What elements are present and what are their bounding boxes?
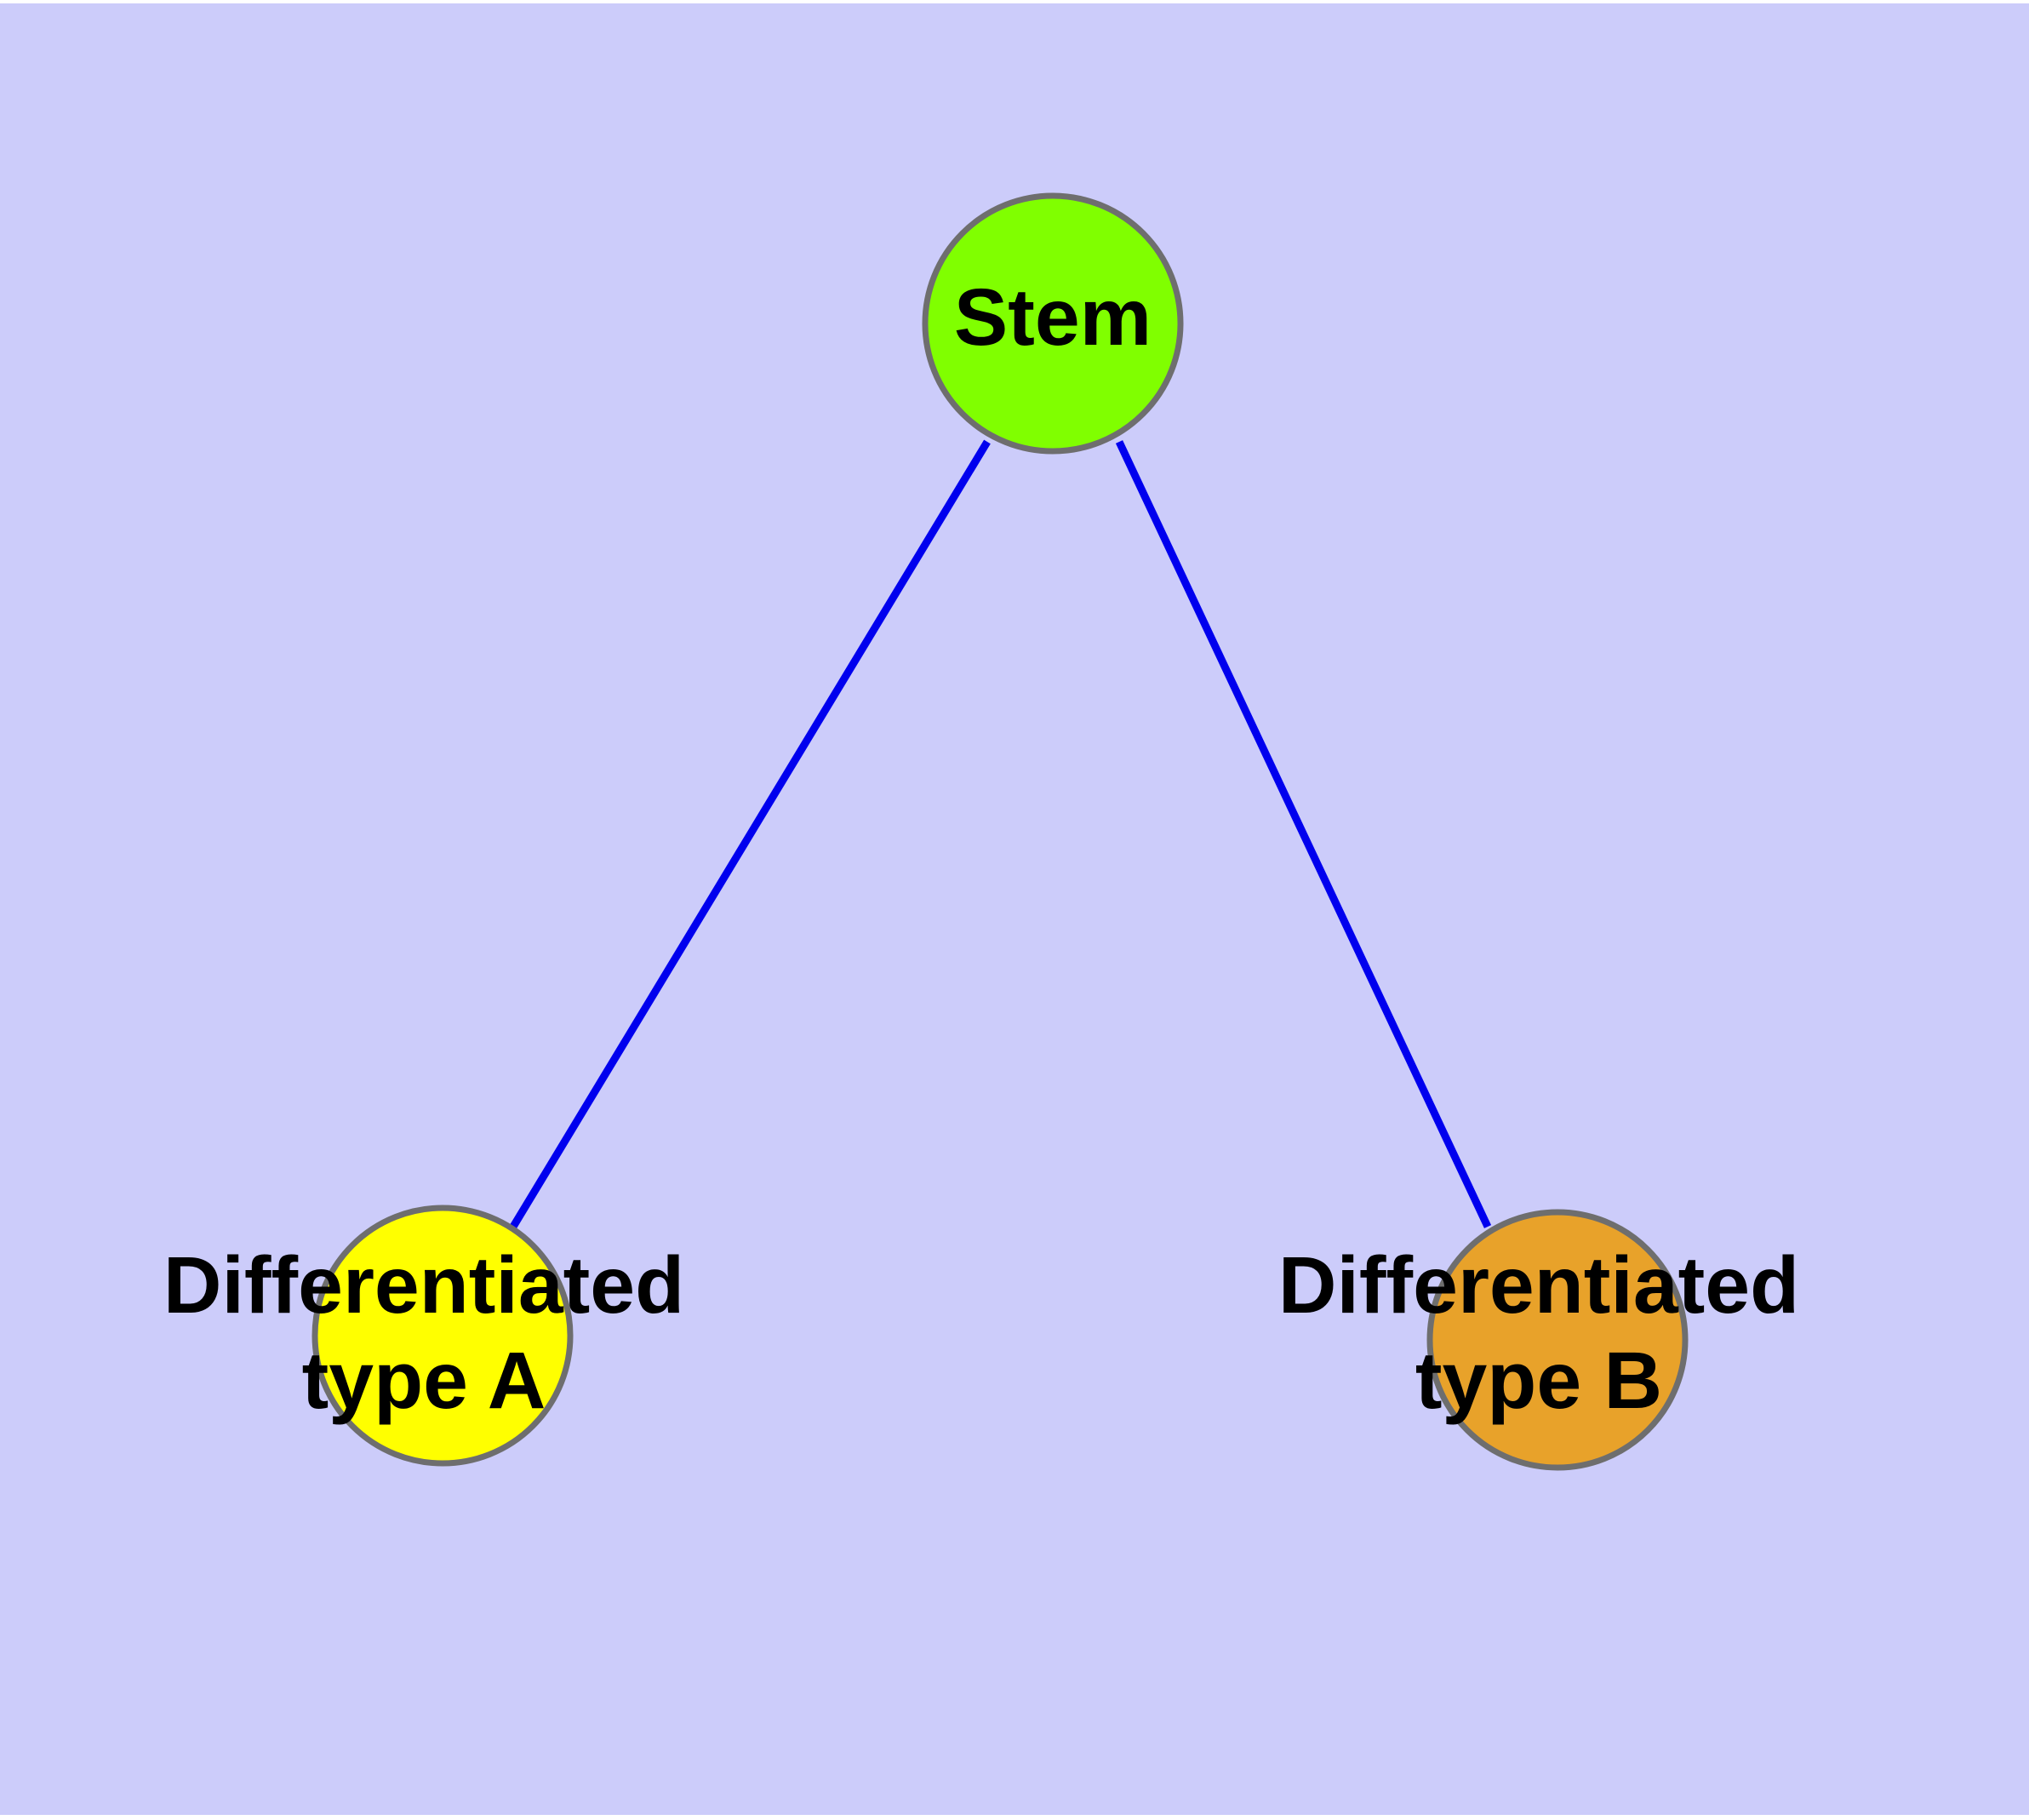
node-differentiated-type-b-label-line1: Differentiated bbox=[1278, 1240, 1799, 1331]
node-differentiated-type-a-label-line1: Differentiated bbox=[163, 1240, 684, 1331]
node-differentiated-type-a-circle[interactable] bbox=[311, 1205, 574, 1467]
node-differentiated-type-b-circle[interactable] bbox=[1426, 1209, 1689, 1471]
node-layer: Stem Differentiated type A Differentiate… bbox=[163, 192, 1799, 1471]
node-differentiated-type-a-label-line2: type A bbox=[302, 1336, 546, 1426]
node-stem-circle[interactable] bbox=[922, 192, 1184, 455]
node-differentiated-type-a[interactable]: Differentiated type A bbox=[163, 1205, 684, 1467]
node-stem-label-line1: Stem bbox=[954, 272, 1152, 363]
graph-background: Stem Differentiated type A Differentiate… bbox=[0, 3, 2029, 1815]
edge-layer bbox=[510, 439, 1492, 1229]
node-differentiated-type-b[interactable]: Differentiated type B bbox=[1278, 1209, 1799, 1471]
node-stem[interactable]: Stem bbox=[922, 192, 1184, 455]
graph-svg: Stem Differentiated type A Differentiate… bbox=[163, 192, 1799, 1471]
edge-stem-to-differentiated-type-a[interactable] bbox=[510, 439, 991, 1229]
node-differentiated-type-b-label-line2: type B bbox=[1415, 1336, 1662, 1426]
edge-stem-to-differentiated-type-b[interactable] bbox=[1115, 440, 1492, 1228]
